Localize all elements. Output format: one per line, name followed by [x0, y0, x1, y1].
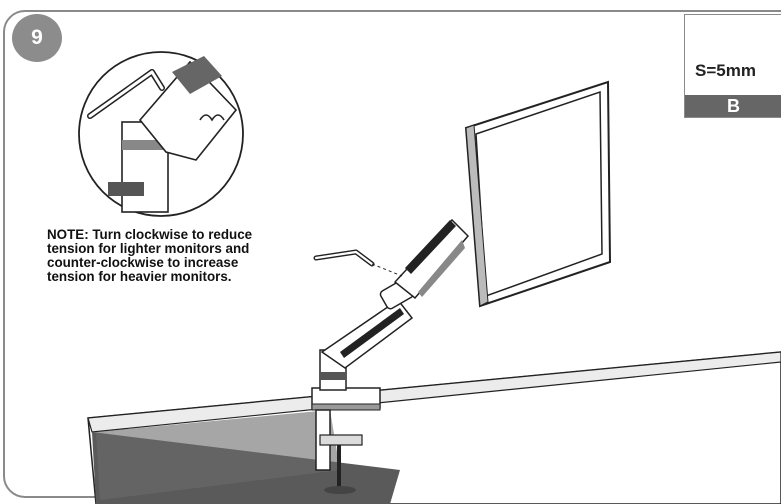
note-line: NOTE: Turn clockwise to reduce: [47, 227, 253, 242]
step-number-badge: 9: [12, 14, 62, 62]
note-line: counter-clockwise to increase: [47, 255, 239, 270]
tension-note: NOTE: Turn clockwise to reduce tension f…: [47, 228, 327, 284]
lower-arm: [320, 278, 415, 369]
detail-inset: [78, 51, 244, 217]
note-line: tension for heavier monitors.: [47, 269, 232, 284]
desk-clamp: [311, 387, 381, 494]
tool-size-label: S=5mm: [695, 61, 756, 80]
hex-key-tool: [313, 249, 403, 277]
tool-id-label: B: [685, 95, 781, 117]
desk: [87, 351, 781, 504]
monitor: [464, 80, 612, 308]
tool-spec-box: S=5mm B: [684, 14, 781, 118]
note-line: tension for lighter monitors and: [47, 241, 250, 256]
upper-arm: [393, 218, 470, 300]
